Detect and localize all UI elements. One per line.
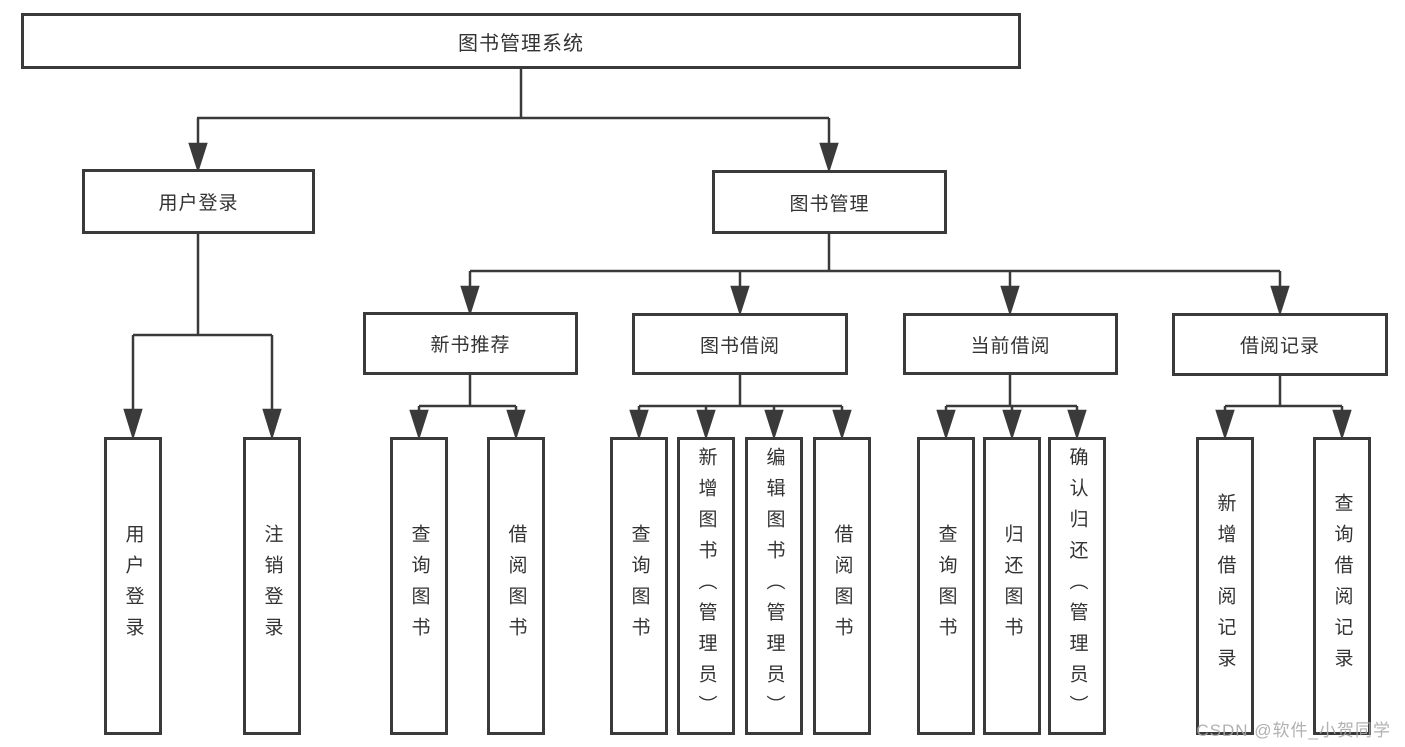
leaf-recommend-borrow-books: 借阅图书	[487, 437, 545, 735]
connector-current-borrow-split	[936, 375, 1087, 441]
leaf-current-query-books-label: 查询图书	[935, 524, 957, 648]
leaf-borrow-query-books: 查询图书	[610, 437, 668, 735]
connector-user-login-split	[123, 233, 282, 441]
node-user-login: 用户登录	[82, 169, 315, 234]
connector-new-book-split	[409, 375, 526, 441]
connector-root-split	[188, 68, 839, 174]
connector-borrow-records-split	[1215, 375, 1352, 441]
leaf-records-query-record: 查询借阅记录	[1313, 437, 1371, 735]
leaf-borrow-borrow-books: 借阅图书	[813, 437, 871, 735]
node-user-login-label: 用户登录	[158, 193, 239, 214]
node-book-borrowing: 图书借阅	[632, 313, 848, 375]
node-book-borrowing-label: 图书借阅	[699, 335, 780, 357]
leaf-borrow-query-books-label: 查询图书	[628, 524, 650, 648]
leaf-current-return-books-label: 归还图书	[1001, 524, 1023, 648]
leaf-user-login-label: 用户登录	[122, 524, 144, 648]
leaf-borrow-borrow-books-label: 借阅图书	[831, 524, 853, 648]
node-root: 图书管理系统	[21, 13, 1021, 69]
watermark: CSDN @软件_小贺同学	[1196, 721, 1391, 740]
leaf-borrow-add-books-admin: 新增图书（管理员）	[677, 437, 735, 735]
leaf-records-add-record: 新增借阅记录	[1196, 437, 1254, 735]
leaf-recommend-query-books: 查询图书	[390, 437, 448, 735]
leaf-recommend-borrow-books-label: 借阅图书	[505, 524, 527, 648]
leaf-recommend-query-books-label: 查询图书	[408, 524, 430, 648]
connector-book-borrow-split	[629, 375, 852, 441]
leaf-logout-label: 注销登录	[261, 524, 283, 648]
node-new-book-recommend: 新书推荐	[363, 312, 578, 375]
leaf-borrow-add-books-admin-label: 新增图书（管理员）	[695, 446, 717, 726]
leaf-current-confirm-return-admin: 确认归还（管理员）	[1048, 437, 1106, 735]
leaf-user-login: 用户登录	[104, 437, 162, 735]
leaf-borrow-edit-books-admin-label: 编辑图书（管理员）	[763, 446, 785, 726]
leaf-records-add-record-label: 新增借阅记录	[1214, 493, 1236, 679]
leaf-borrow-edit-books-admin: 编辑图书（管理员）	[745, 437, 803, 735]
leaf-current-query-books: 查询图书	[917, 437, 975, 735]
node-current-borrowing: 当前借阅	[903, 313, 1118, 375]
node-book-management-label: 图书管理	[789, 193, 870, 215]
node-current-borrowing-label: 当前借阅	[970, 335, 1051, 357]
node-root-label: 图书管理系统	[458, 32, 584, 55]
node-borrow-records: 借阅记录	[1172, 313, 1388, 376]
leaf-records-query-record-label: 查询借阅记录	[1331, 493, 1353, 679]
leaf-logout: 注销登录	[243, 437, 301, 735]
connector-book-management-split	[460, 234, 1290, 317]
node-new-book-recommend-label: 新书推荐	[430, 335, 511, 356]
leaf-current-return-books: 归还图书	[983, 437, 1041, 735]
node-borrow-records-label: 借阅记录	[1239, 336, 1320, 357]
leaf-current-confirm-return-admin-label: 确认归还（管理员）	[1066, 446, 1088, 726]
node-book-management: 图书管理	[712, 170, 947, 234]
